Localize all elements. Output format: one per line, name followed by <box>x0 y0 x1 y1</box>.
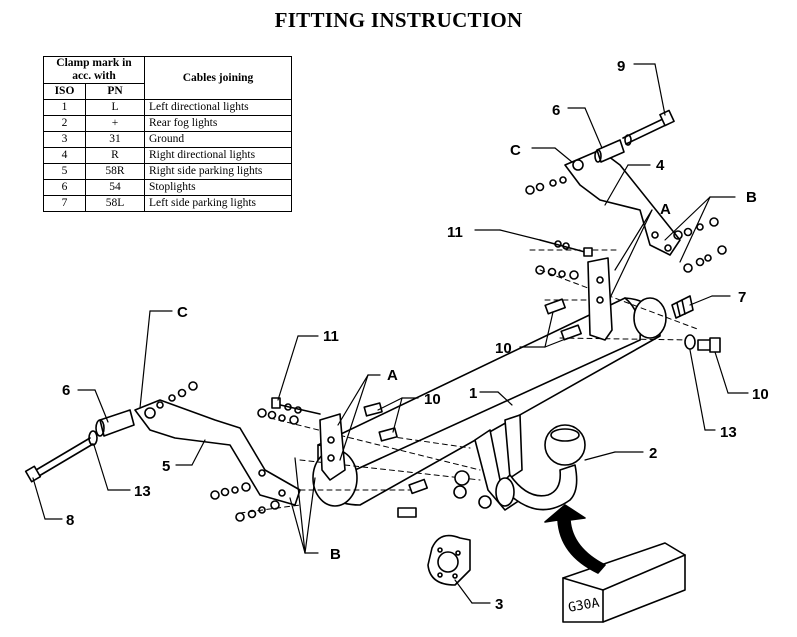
label-7: 7 <box>738 289 746 306</box>
label-8: 8 <box>66 512 74 529</box>
label-10-right: 10 <box>752 386 769 403</box>
table-row: 7 58L Left side parking lights <box>43 195 292 212</box>
label-10-mid: 10 <box>495 340 512 357</box>
left-vertical-bracket <box>319 413 346 481</box>
leader-lines <box>32 63 749 604</box>
label-11-top: 11 <box>323 328 339 345</box>
fasteners-left <box>156 381 299 522</box>
right-side-arm <box>564 109 681 256</box>
desc-cell: Left side parking lights <box>144 195 292 212</box>
part-labels: 9 6 C 4 B A 11 7 10 10 13 1 2 3 11 A 10 … <box>62 58 769 613</box>
clip-7 <box>671 295 694 319</box>
box-label: G30A <box>567 596 601 616</box>
label-1: 1 <box>469 385 477 402</box>
label-6-top: 6 <box>552 102 560 119</box>
label-3: 3 <box>495 596 503 613</box>
clamp-mark-header: Clamp mark in acc. with <box>43 56 145 84</box>
desc-cell: Stoplights <box>144 179 292 196</box>
label-a-mid: A <box>387 367 398 384</box>
label-b-bottom: B <box>330 546 341 563</box>
bolts-center-left <box>271 397 429 518</box>
label-11-mid: 11 <box>447 224 463 241</box>
label-4: 4 <box>656 157 665 174</box>
bolts-10-right <box>544 298 721 353</box>
label-13-left: 13 <box>134 483 151 500</box>
desc-cell: Right side parking lights <box>144 163 292 180</box>
pn-cell: 58L <box>85 195 145 212</box>
label-10-center: 10 <box>424 391 441 408</box>
product-box <box>562 542 686 623</box>
pn-header: PN <box>85 83 145 100</box>
label-c-top: C <box>510 142 521 159</box>
ball-neck <box>453 414 586 511</box>
table-row: 6 54 Stoplights <box>43 179 292 196</box>
socket-plate <box>427 534 471 586</box>
table-header-row: Clamp mark in acc. with Cables joining <box>43 56 292 100</box>
label-9: 9 <box>617 58 625 75</box>
label-2: 2 <box>649 445 657 462</box>
pn-cell: 58R <box>85 163 145 180</box>
direction-arrow <box>544 504 606 574</box>
fasteners-right-upper <box>525 176 727 280</box>
page-title: FITTING INSTRUCTION <box>274 8 523 32</box>
label-13-right: 13 <box>720 424 737 441</box>
left-side-arm <box>24 399 301 506</box>
label-b-top: B <box>746 189 757 206</box>
table-row: 4 R Right directional lights <box>43 147 292 164</box>
label-a-top: A <box>660 201 671 218</box>
label-5: 5 <box>162 458 170 475</box>
desc-cell: Right directional lights <box>144 147 292 164</box>
label-c-left: C <box>177 304 188 321</box>
clamp-table: Clamp mark in acc. with Cables joining I… <box>43 56 292 212</box>
label-6-left: 6 <box>62 382 70 399</box>
table-row: 5 58R Right side parking lights <box>43 163 292 180</box>
right-vertical-bracket <box>587 257 613 341</box>
cables-joining-header: Cables joining <box>144 56 292 100</box>
